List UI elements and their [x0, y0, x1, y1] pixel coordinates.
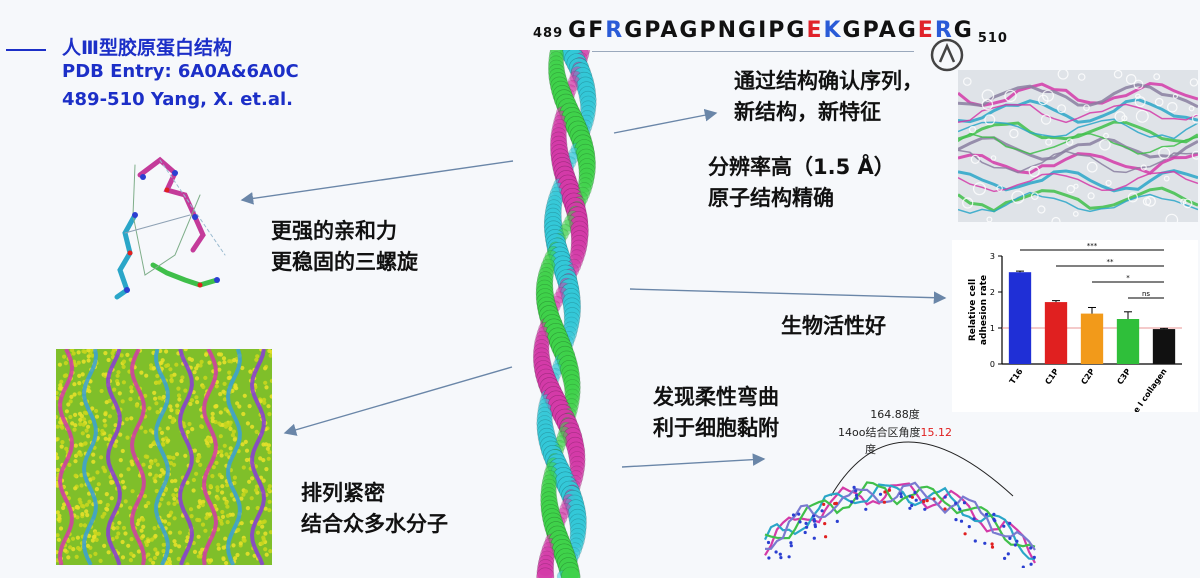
residue-5: P	[644, 18, 661, 43]
sequence-underline	[592, 51, 914, 52]
residue-21: R	[934, 18, 954, 43]
chart-y-tick-label: 2	[990, 288, 995, 297]
title-dash	[6, 49, 46, 51]
chart-bar-type-i-collagen	[1152, 329, 1176, 364]
triple-helix-model	[532, 50, 597, 578]
chart-y-tick-label: 1	[990, 324, 995, 333]
chart-bar-c1p	[1044, 302, 1068, 364]
sequence-start: 489	[533, 26, 564, 41]
arrow-to-affinity	[240, 160, 514, 205]
residue-17: P	[862, 18, 879, 43]
residue-16: G	[842, 18, 863, 43]
residue-20: E	[917, 18, 935, 43]
residue-13: G	[786, 18, 807, 43]
bend-arc	[830, 441, 1014, 497]
header-title: 人Ⅲ型胶原蛋白结构	[62, 37, 232, 59]
residue-3: R	[605, 18, 625, 43]
arrow-to-packing	[283, 366, 513, 436]
callout-resolution: 分辨率高（1.5 Å） 原子结构精确	[708, 155, 895, 210]
residue-10: G	[738, 18, 759, 43]
residue-4: G	[624, 18, 645, 43]
residue-11: I	[758, 18, 769, 43]
chart-significance-label: *	[1126, 274, 1130, 282]
pdb-entry: PDB Entry: 6A0A&6A0C	[62, 61, 299, 82]
residue-9: N	[717, 18, 738, 43]
chart-bar-c3p	[1116, 319, 1140, 364]
arrow-to-structure	[613, 108, 718, 134]
bend-unit-label: 度	[865, 442, 876, 456]
callout-affinity: 更强的亲和力 更稳固的三螺旋	[271, 219, 418, 274]
residue-15: K	[823, 18, 843, 43]
chart-bar-c2p	[1080, 313, 1104, 364]
residue-12: P	[768, 18, 787, 43]
sequence-end: 510	[977, 31, 1008, 46]
residue-19: G	[897, 18, 918, 43]
callout-packing: 排列紧密 结合众多水分子	[301, 481, 448, 536]
chart-bar-t16	[1008, 272, 1032, 364]
bend-angle-label: 164.88度	[870, 407, 920, 421]
arrow-to-flexible	[621, 453, 766, 468]
chart-significance-label: ns	[1142, 290, 1150, 298]
residue-6: A	[660, 18, 680, 43]
range-reference: 489-510 Yang, X. et.al.	[62, 89, 294, 110]
residue-14: E	[806, 18, 824, 43]
stick-model-small	[114, 156, 226, 300]
chart-significance-label: **	[1107, 258, 1115, 266]
bent-helix-image: 164.88度 14oo结合区角度15.12 度	[764, 407, 1036, 568]
bend-region-label: 14oo结合区角度15.12	[838, 425, 952, 439]
logo-badge	[930, 38, 964, 72]
callout-structure-confirm: 通过结构确认序列， 新结构，新特征	[734, 69, 923, 124]
chart-y-tick-label: 3	[990, 252, 995, 261]
crystal-packing-image	[56, 349, 272, 565]
residue-18: A	[878, 18, 898, 43]
chart-y-tick-label: 0	[990, 360, 995, 369]
electron-density-image	[958, 70, 1198, 222]
sequence-residues: GFRGPAGPNGIPGEKGPAGERG	[568, 18, 974, 43]
callout-bioactivity: 生物活性好	[781, 314, 886, 338]
residue-8: P	[699, 18, 718, 43]
residue-1: G	[568, 18, 589, 43]
chart-significance-label: ***	[1087, 242, 1098, 250]
chart-y-label: Relative celladhesion rate	[968, 275, 989, 345]
callout-flexible: 发现柔性弯曲 利于细胞黏附	[653, 385, 779, 440]
residue-2: F	[588, 18, 606, 43]
residue-22: G	[953, 18, 974, 43]
arrow-to-bioactivity	[629, 288, 947, 304]
residue-7: G	[679, 18, 700, 43]
